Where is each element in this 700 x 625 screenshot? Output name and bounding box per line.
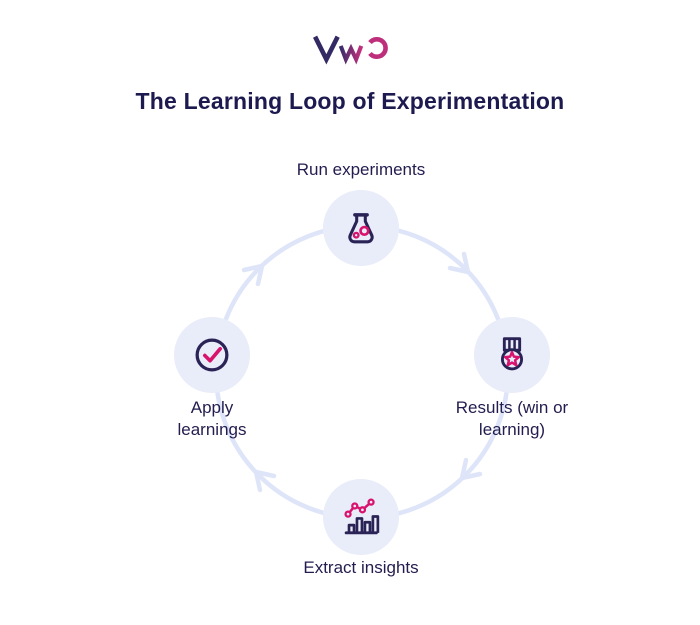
flask-icon xyxy=(348,213,374,244)
node-extract-insights xyxy=(323,479,399,555)
check-circle-icon xyxy=(195,338,229,372)
bar-chart-icon xyxy=(344,498,380,535)
node-run-experiments xyxy=(323,190,399,266)
node-apply-learnings xyxy=(174,317,250,393)
node-label-extract-insights: Extract insights xyxy=(303,558,419,577)
arrow-bottom-left-icon xyxy=(253,469,277,493)
node-label-apply-learnings: Apply learnings xyxy=(177,398,247,439)
vwo-logo: VWO xyxy=(312,31,390,65)
arrow-top-left-icon xyxy=(241,263,265,287)
medal-icon xyxy=(500,337,524,371)
page-title: The Learning Loop of Experimentation xyxy=(135,88,565,114)
arrow-bottom-right-icon xyxy=(459,457,483,481)
node-results xyxy=(474,317,550,393)
node-label-results: Results (win or learning) xyxy=(455,398,569,439)
vwo-logo-icon xyxy=(313,35,388,65)
node-label-run-experiments: Run experiments xyxy=(296,160,426,179)
arrow-top-right-icon xyxy=(447,251,471,275)
